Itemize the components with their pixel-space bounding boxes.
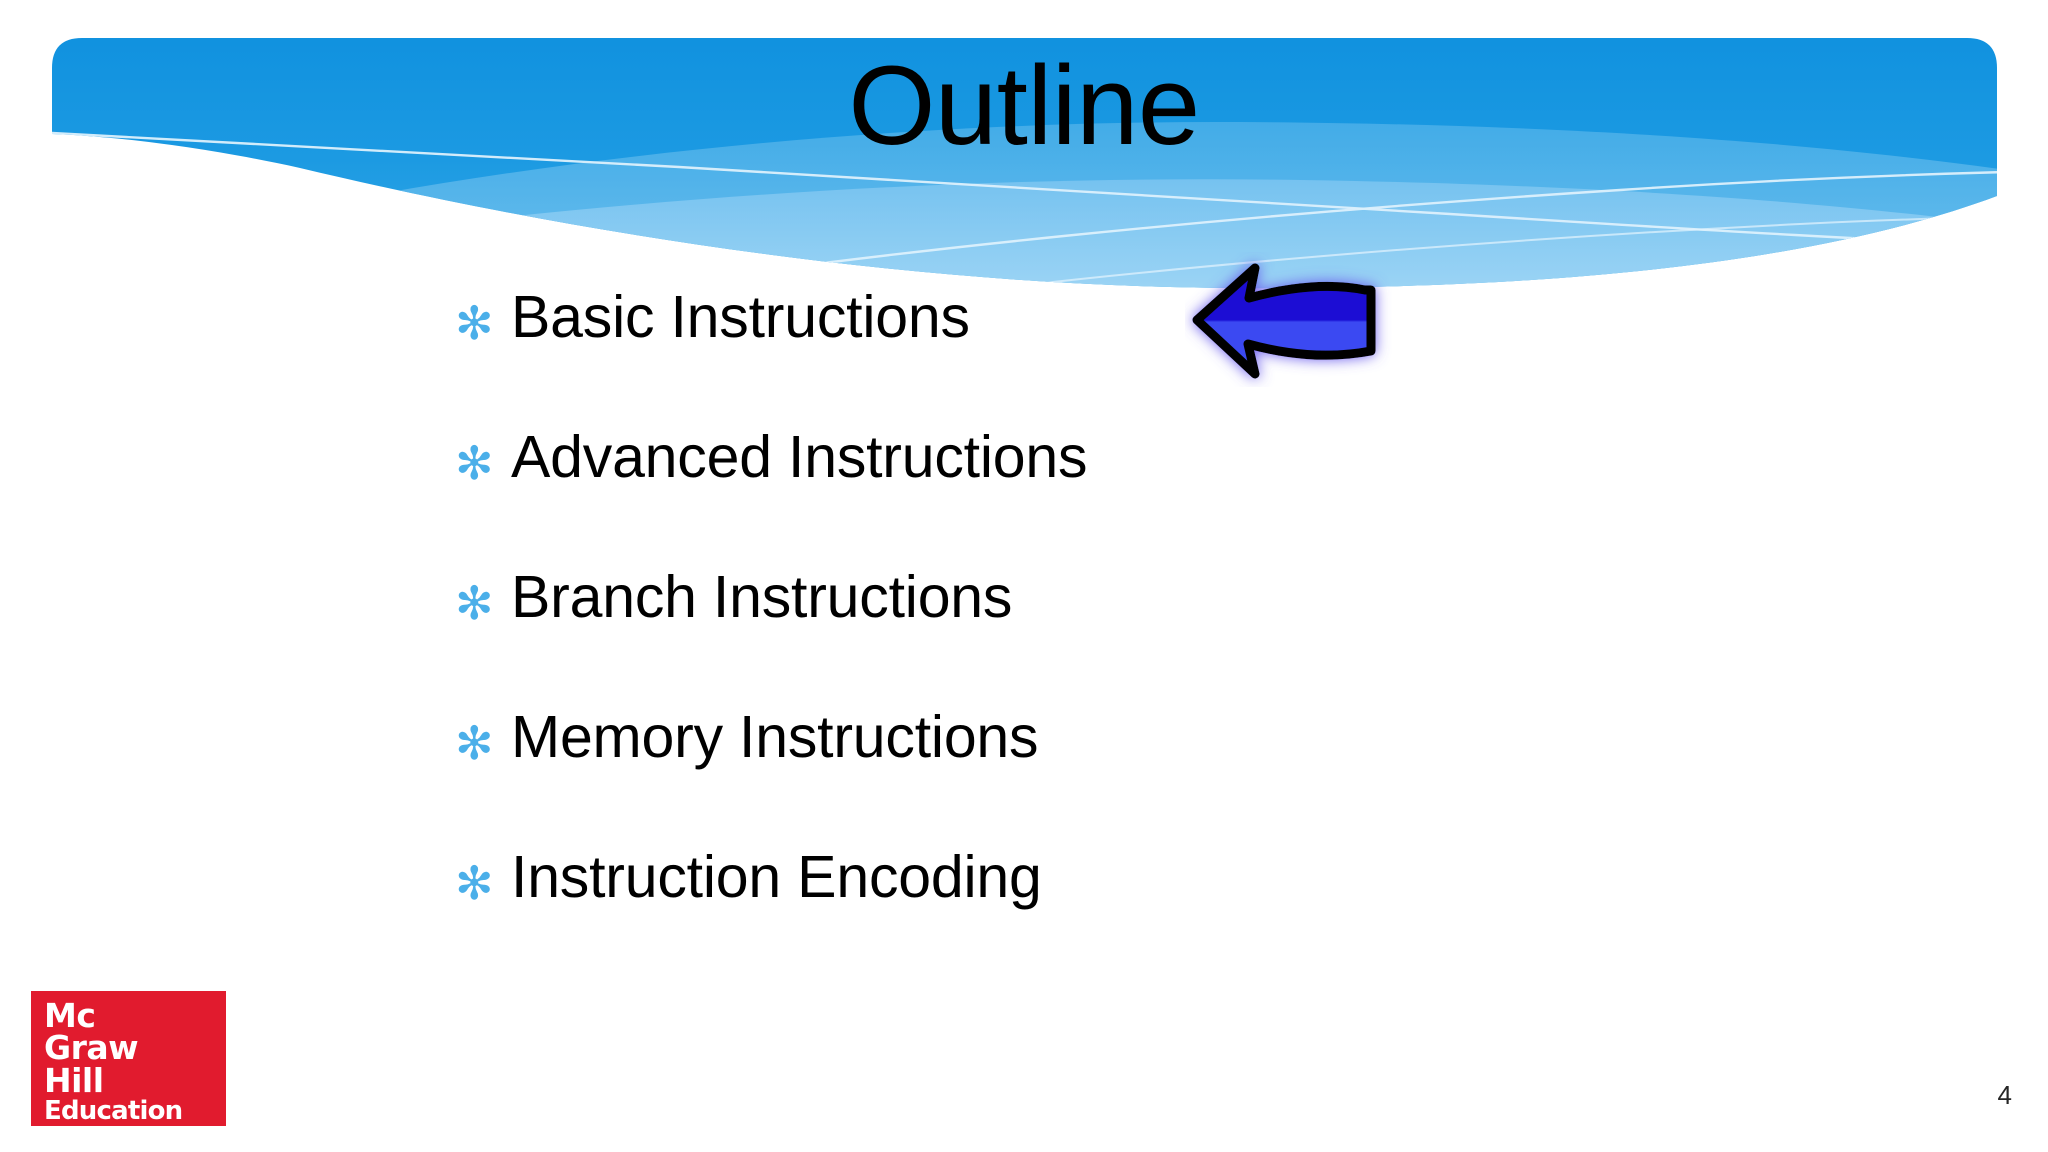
list-item[interactable]: ✻ Instruction Encoding: [455, 848, 1755, 988]
banner-wave-light: [52, 179, 1997, 289]
list-item-label: Memory Instructions: [511, 704, 1039, 770]
banner-accent-line-3: [899, 214, 1997, 289]
asterisk-bullet-icon: ✻: [455, 716, 494, 770]
asterisk-bullet-icon: ✻: [455, 296, 494, 350]
logo-line-graw: Graw: [44, 1028, 139, 1067]
asterisk-bullet-icon: ✻: [455, 576, 494, 630]
logo-line-hill: Hill: [44, 1061, 104, 1100]
list-item[interactable]: ✻ Basic Instructions: [455, 288, 1755, 428]
page-title: Outline: [848, 43, 1200, 168]
arrow-shape: [1192, 263, 1376, 379]
list-item[interactable]: ✻ Memory Instructions: [455, 708, 1755, 848]
list-item-label: Advanced Instructions: [511, 424, 1088, 490]
asterisk-bullet-icon: ✻: [455, 436, 494, 490]
outline-bullet-list: ✻ Basic Instructions ✻ Advanced Instruct…: [455, 288, 1755, 988]
left-arrow-icon: [1192, 263, 1376, 379]
list-item[interactable]: ✻ Branch Instructions: [455, 568, 1755, 708]
mcgraw-hill-education-logo: Mc Graw Hill Education: [31, 991, 226, 1126]
logo-line-education: Education: [44, 1096, 183, 1126]
list-item-label: Instruction Encoding: [511, 844, 1042, 910]
left-arrow-callout: [1185, 252, 1405, 387]
list-item-label: Basic Instructions: [511, 284, 970, 350]
list-item-label: Branch Instructions: [511, 564, 1013, 630]
logo-line-mc: Mc: [44, 996, 96, 1035]
asterisk-bullet-icon: ✻: [455, 856, 494, 910]
page-number: 4: [1997, 1080, 2012, 1110]
list-item[interactable]: ✻ Advanced Instructions: [455, 428, 1755, 568]
